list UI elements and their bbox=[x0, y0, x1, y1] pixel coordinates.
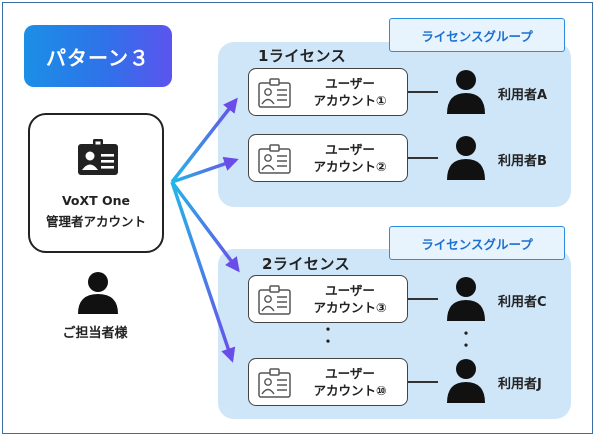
license-group-tag-2: ライセンスグループ bbox=[389, 226, 565, 260]
user-account-card-3: ユーザー アカウント③ bbox=[248, 275, 408, 323]
id-card-icon bbox=[258, 78, 291, 108]
id-card-icon bbox=[78, 139, 118, 175]
id-card-icon bbox=[258, 285, 291, 315]
person-icon bbox=[447, 277, 485, 321]
ellipsis-users: ・ ・ bbox=[459, 327, 473, 354]
account-label-line2: アカウント⑩ bbox=[313, 383, 387, 398]
arrow-to-account-10 bbox=[170, 181, 236, 363]
pattern-badge: パターン３ bbox=[24, 25, 172, 87]
license-group-tag-label: ライセンスグループ bbox=[421, 28, 533, 44]
connector-line bbox=[408, 157, 438, 159]
person-icon bbox=[447, 359, 485, 403]
license-group-tag-1: ライセンスグループ bbox=[389, 18, 565, 52]
person-icon bbox=[447, 70, 485, 114]
user-account-card-10: ユーザー アカウント⑩ bbox=[248, 358, 408, 406]
license-group-tag-label: ライセンスグループ bbox=[421, 236, 533, 252]
account-label-line1: ユーザー bbox=[325, 142, 375, 157]
contact-person-label: ご担当者様 bbox=[62, 326, 128, 341]
admin-account-box: VoXT One 管理者アカウント bbox=[28, 113, 164, 253]
id-card-icon bbox=[258, 368, 291, 398]
admin-label-line1: VoXT One bbox=[61, 193, 131, 208]
user-account-card-2: ユーザー アカウント② bbox=[248, 134, 408, 182]
connector-line bbox=[408, 381, 438, 383]
id-card-icon bbox=[258, 144, 291, 174]
connector-line bbox=[408, 91, 438, 93]
license-title-1: 1ライセンス bbox=[258, 47, 347, 65]
user-label-j: 利用者J bbox=[498, 377, 542, 392]
arrow-to-account-1 bbox=[170, 97, 238, 184]
user-label-c: 利用者C bbox=[498, 295, 547, 310]
account-label-line2: アカウント② bbox=[313, 159, 387, 174]
connector-line bbox=[408, 298, 438, 300]
arrow-to-account-2 bbox=[171, 156, 239, 184]
user-account-card-1: ユーザー アカウント① bbox=[248, 68, 408, 116]
admin-label-line2: 管理者アカウント bbox=[45, 214, 146, 229]
person-icon bbox=[78, 272, 118, 314]
account-label-line2: アカウント① bbox=[313, 93, 387, 108]
pattern-label: パターン３ bbox=[46, 45, 150, 70]
person-icon bbox=[447, 136, 485, 180]
account-label-line1: ユーザー bbox=[325, 366, 375, 381]
account-label-line1: ユーザー bbox=[325, 76, 375, 91]
arrow-to-account-3 bbox=[170, 180, 240, 273]
license-title-2: 2ライセンス bbox=[262, 255, 351, 273]
ellipsis-accounts: ・ ・ bbox=[321, 323, 335, 350]
user-label-b: 利用者B bbox=[498, 154, 547, 169]
account-label-line1: ユーザー bbox=[325, 283, 375, 298]
user-label-a: 利用者A bbox=[498, 88, 548, 103]
account-label-line2: アカウント③ bbox=[313, 300, 387, 315]
